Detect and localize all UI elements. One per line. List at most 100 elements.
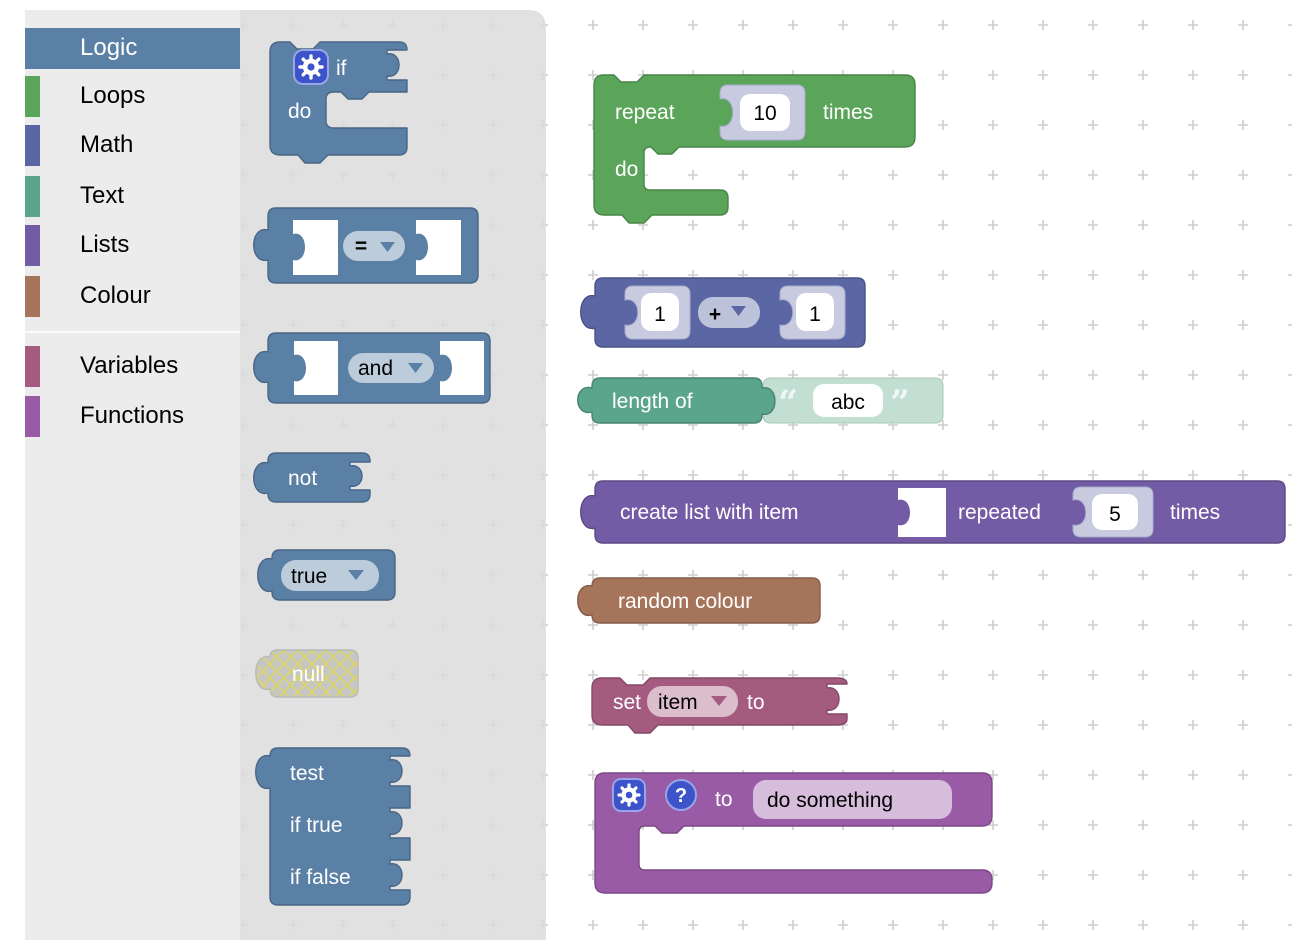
null-label: null [292, 663, 325, 686]
category-loops[interactable]: Loops [25, 76, 240, 117]
svg-text:?: ? [675, 785, 687, 807]
svg-text:5: 5 [1109, 503, 1121, 526]
category-colour-strip [25, 396, 40, 437]
text-field[interactable] [813, 384, 883, 417]
block-not[interactable]: not [253, 452, 371, 503]
block-if[interactable]: if do [269, 41, 408, 164]
value-socket [898, 488, 946, 537]
value-socket [294, 341, 338, 395]
value-socket [440, 341, 484, 395]
block-and[interactable]: and [253, 332, 491, 404]
open-quote: “ [778, 383, 798, 423]
block-random-colour[interactable]: random colour [577, 577, 821, 624]
category-functions[interactable]: Functions [25, 396, 240, 437]
category-label: Functions [80, 401, 185, 429]
category-colour[interactable]: Colour [25, 276, 240, 317]
number-field[interactable] [740, 94, 790, 131]
category-colour-strip [25, 276, 40, 317]
category-selected-highlight [25, 28, 240, 69]
svg-text:abc: abc [831, 391, 865, 414]
block-ternary[interactable]: test if true if false [255, 747, 411, 906]
category-logic[interactable]: Logic [25, 28, 240, 69]
random-colour-label: random colour [618, 590, 752, 613]
test-label: test [290, 762, 324, 785]
chevron-down-icon [408, 363, 423, 373]
chevron-down-icon [380, 242, 395, 252]
category-colour-strip [25, 76, 40, 117]
category-text[interactable]: Text [25, 176, 240, 217]
not-label: not [288, 467, 317, 490]
svg-text:+: + [709, 303, 721, 326]
shadow-number-block: 10 [719, 84, 806, 141]
category-label: Logic [80, 33, 138, 61]
create-list-label: create list with item [620, 501, 799, 524]
block-null-disabled[interactable]: null [255, 649, 359, 698]
repeat-label: repeat [615, 101, 675, 124]
number-field[interactable] [796, 293, 834, 331]
category-variables[interactable]: Variables [25, 346, 240, 387]
times-label: times [1170, 501, 1220, 524]
do-label: do [615, 158, 638, 181]
to-label: to [715, 788, 733, 811]
gear-icon[interactable] [612, 778, 646, 812]
shadow-number-block: 1 [779, 285, 846, 340]
category-label: Text [80, 181, 125, 209]
if-true-label: if true [290, 814, 343, 837]
chevron-down-icon [731, 306, 746, 316]
block-text-length[interactable]: “ abc ” length of [577, 377, 944, 424]
category-lists[interactable]: Lists [25, 225, 240, 266]
gear-icon[interactable] [293, 49, 329, 85]
toolbox-tree: Logic Loops Math Text Lists Colour Varia… [25, 10, 240, 940]
category-label: Loops [80, 81, 146, 109]
operator-dropdown[interactable]: = [343, 231, 405, 261]
value-socket [293, 220, 338, 275]
svg-text:true: true [291, 565, 327, 588]
category-colour-strip [25, 176, 40, 217]
close-quote: ” [890, 383, 910, 423]
block-boolean-true[interactable]: true [257, 549, 396, 601]
number-field[interactable] [1092, 494, 1138, 530]
svg-text:1: 1 [654, 303, 666, 326]
function-name-field[interactable]: do something [753, 780, 952, 819]
block-repeat[interactable]: repeat 10 times do [593, 74, 916, 224]
repeated-label: repeated [958, 501, 1041, 524]
chevron-down-icon [711, 696, 727, 706]
category-colour-strip [25, 346, 40, 387]
toolbox-separator [25, 331, 240, 333]
boolean-dropdown[interactable]: true [281, 560, 379, 591]
category-label: Colour [80, 281, 151, 309]
help-icon[interactable]: ? [665, 779, 697, 811]
chevron-down-icon [348, 570, 364, 580]
number-field[interactable] [641, 293, 679, 331]
block-math-arithmetic[interactable]: 1 + 1 [580, 277, 866, 348]
svg-text:item: item [658, 691, 698, 714]
svg-text:10: 10 [753, 102, 776, 125]
block-compare[interactable]: = [253, 207, 479, 284]
operator-dropdown[interactable]: and [348, 353, 434, 383]
set-label: set [613, 691, 641, 714]
category-label: Lists [80, 230, 130, 258]
shadow-number-block: 5 [1072, 486, 1154, 538]
shadow-number-block: 1 [624, 285, 691, 340]
block-create-list[interactable]: create list with item repeated 5 times [580, 480, 1286, 544]
category-colour-strip [25, 225, 40, 266]
svg-text:=: = [355, 235, 367, 258]
category-math[interactable]: Math [25, 125, 240, 166]
block-set-variable[interactable]: set item to [591, 677, 848, 734]
shadow-text-block: “ abc ” [762, 377, 944, 424]
block-function-def[interactable]: ? to do something [594, 772, 993, 894]
svg-text:and: and [358, 357, 393, 380]
category-label: Variables [80, 351, 179, 379]
operator-dropdown[interactable]: + [698, 297, 760, 328]
if-false-label: if false [290, 866, 351, 889]
to-label: to [747, 691, 765, 714]
category-colour-strip [25, 125, 40, 166]
value-socket [416, 220, 461, 275]
category-label: Math [80, 130, 134, 158]
variable-dropdown[interactable]: item [647, 686, 738, 717]
length-of-label: length of [612, 390, 693, 413]
svg-text:do something: do something [767, 789, 893, 812]
svg-text:1: 1 [809, 303, 821, 326]
do-label: do [288, 100, 311, 123]
